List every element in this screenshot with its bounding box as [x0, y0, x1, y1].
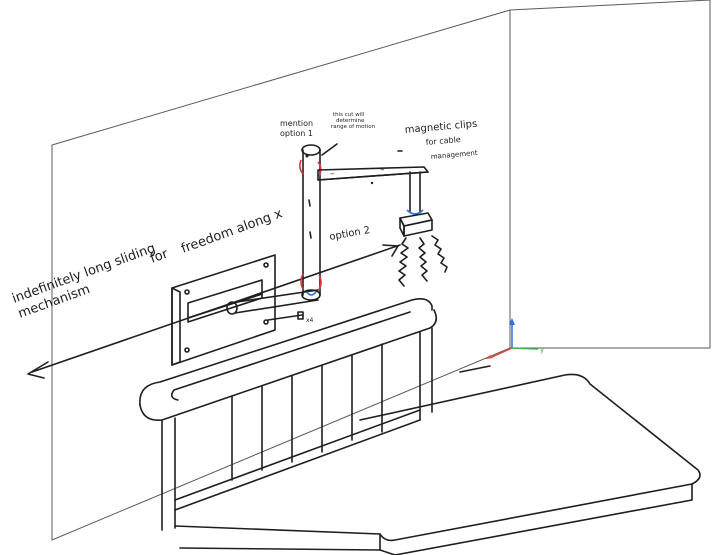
arm-dot: [371, 182, 373, 184]
railing: [140, 299, 436, 530]
bed-side-edge: [395, 484, 692, 555]
plate-screw-tr: [264, 263, 268, 267]
label-sliding-line2: freedom along x: [179, 206, 284, 257]
slide-slot-upper: [188, 280, 262, 318]
handrail-inner: [172, 312, 410, 400]
arm-dash-1: –: [330, 169, 335, 179]
plate-screw-br: [264, 320, 268, 324]
y-axis-label: y: [540, 346, 544, 354]
bolt-shaft: [268, 315, 302, 320]
label-mention-line2: option 1: [280, 129, 313, 138]
bolt-tag: x4: [306, 317, 314, 324]
horizontal-arm: – –: [318, 165, 428, 184]
label-magnetic-line2: for cable: [425, 135, 461, 147]
x-axis: [492, 348, 512, 357]
lower-joint-blue-arc: [307, 292, 316, 295]
cables: [399, 236, 447, 286]
slider-rod: x4: [227, 290, 318, 324]
plate-screw-bl: [185, 348, 189, 352]
label-mention-line1: mention: [280, 119, 313, 128]
bed-front-edge: [180, 534, 380, 550]
column-tick-1: [309, 200, 310, 206]
label-option2: option 2: [329, 225, 371, 243]
arm-dash-2: –: [380, 165, 385, 175]
bed-platform: [175, 366, 700, 555]
camera-block: [400, 213, 432, 236]
handrail-top: [140, 299, 432, 405]
handrail-bottom: [140, 310, 436, 420]
cable-2: [419, 238, 427, 281]
bed-corner: [380, 550, 395, 555]
drop-rod: [407, 172, 423, 214]
axis-triad: y: [486, 318, 544, 359]
wall-slide-plate: [172, 255, 275, 365]
column-tick-2: [310, 232, 311, 238]
label-magnetic-line3: management: [430, 149, 478, 161]
y-axis: [512, 348, 538, 349]
vertical-column: [302, 145, 320, 300]
column-pin: [306, 155, 309, 158]
bottom-rail-2: [175, 420, 420, 510]
bottom-rail: [175, 410, 420, 500]
cable-3: [432, 236, 447, 272]
label-magnetic-line1: magnetic clips: [404, 119, 477, 136]
bed-top: [175, 374, 700, 540]
cut-pointer-line: [322, 144, 337, 155]
slide-slot-lower: [188, 294, 262, 322]
side-wall: [510, 0, 710, 348]
label-cut-line3: range of motion: [331, 124, 376, 130]
plate-screw-tl: [185, 290, 189, 294]
